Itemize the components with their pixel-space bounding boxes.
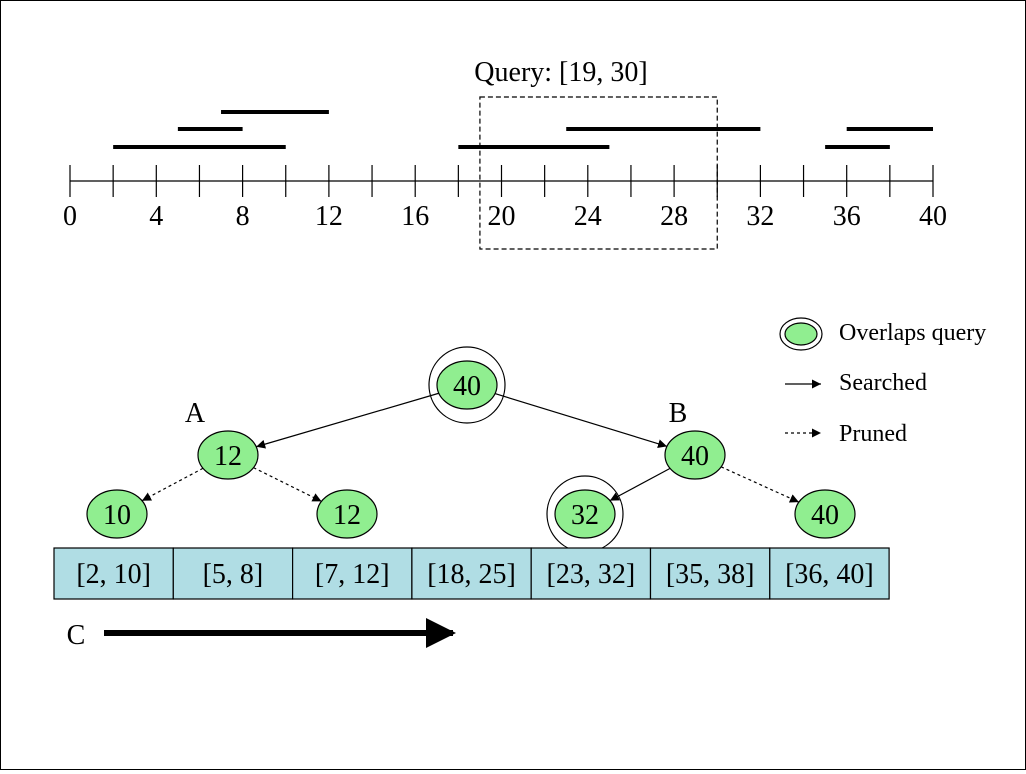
interval-cell	[172, 547, 294, 600]
axis-tick-label: 4	[149, 201, 163, 232]
node-ellipse	[197, 430, 259, 480]
legend-overlap-node-icon	[784, 322, 818, 346]
pruned-edge	[141, 467, 204, 502]
searched-edge	[494, 393, 668, 449]
interval-cell	[53, 547, 174, 600]
tree-node-leaf3: 32	[546, 475, 624, 553]
searched-edge	[609, 467, 671, 502]
interval-cell	[769, 547, 890, 600]
query-window	[479, 96, 718, 250]
node-ellipse	[794, 489, 856, 539]
interval-cell-label: [7, 12]	[315, 559, 390, 590]
tree-node-a: 12	[197, 430, 259, 480]
legend-pruned-text: Pruned	[839, 421, 907, 447]
leaf-interval-cells: [2, 10] [5, 8] [7, 12] [18, 25] [23, 32] [35,…	[53, 547, 890, 600]
interval-cell-label: [35, 38]	[666, 559, 755, 590]
node-value: 12	[333, 500, 361, 531]
interval-cell-label: [23, 32]	[547, 559, 636, 590]
node-label-a: A	[185, 398, 206, 429]
query-label: Query: [19, 30]	[474, 57, 647, 88]
tree-node-root: 40	[428, 346, 506, 424]
node-ellipse	[554, 489, 616, 539]
node-value: 40	[811, 500, 839, 531]
axis-tick-label: 12	[315, 201, 343, 232]
scan-label: C	[67, 620, 86, 651]
tree-node-b: 40	[664, 430, 726, 480]
tree-node-leaf2: 12	[316, 489, 378, 539]
node-value: 10	[103, 500, 131, 531]
number-line-axis: 0 4 8 12 16 20 24 28 32 36 40	[63, 165, 947, 232]
tree-node-leaf4: 40	[794, 489, 856, 539]
interval-cell	[530, 547, 652, 600]
axis-tick-label: 28	[660, 201, 688, 232]
node-ellipse	[86, 489, 148, 539]
interval-segments	[113, 110, 933, 149]
node-value: 40	[453, 371, 481, 402]
axis-tick-label: 20	[488, 201, 516, 232]
legend: Overlaps query Searched Pruned	[779, 317, 986, 447]
interval-cell-label: [5, 8]	[203, 559, 264, 590]
axis-tick-label: 0	[63, 201, 77, 232]
interval-cell	[292, 547, 413, 600]
tree-nodes: 40 12 40 10 12 32 40	[86, 346, 856, 553]
node-label-b: B	[669, 398, 688, 429]
axis-tick-label: 40	[919, 201, 947, 232]
legend-searched-text: Searched	[839, 370, 927, 396]
tree-node-leaf1: 10	[86, 489, 148, 539]
node-ellipse	[436, 360, 498, 410]
node-ellipse	[316, 489, 378, 539]
legend-overlap-outer-ring	[779, 317, 823, 351]
node-ellipse	[664, 430, 726, 480]
query-box	[479, 96, 718, 250]
overlap-ring	[428, 346, 506, 424]
interval-cell-label: [36, 40]	[785, 559, 874, 590]
searched-edge	[256, 392, 439, 449]
axis-tick-label: 24	[574, 201, 602, 232]
interval-cell	[649, 547, 771, 600]
axis-tick-label: 32	[746, 201, 774, 232]
interval-cell-label: [18, 25]	[427, 559, 516, 590]
pruned-edge	[720, 466, 800, 503]
pruned-edge	[253, 467, 322, 502]
tree-edges	[141, 392, 800, 503]
node-value: 32	[571, 500, 599, 531]
node-value: 40	[681, 441, 709, 472]
interval-cell	[411, 547, 532, 600]
node-value: 12	[214, 441, 242, 472]
interval-cell-label: [2, 10]	[76, 559, 151, 590]
axis-tick-label: 16	[401, 201, 429, 232]
axis-tick-label: 8	[236, 201, 250, 232]
axis-tick-label: 36	[833, 201, 861, 232]
legend-overlaps-text: Overlaps query	[839, 320, 986, 346]
